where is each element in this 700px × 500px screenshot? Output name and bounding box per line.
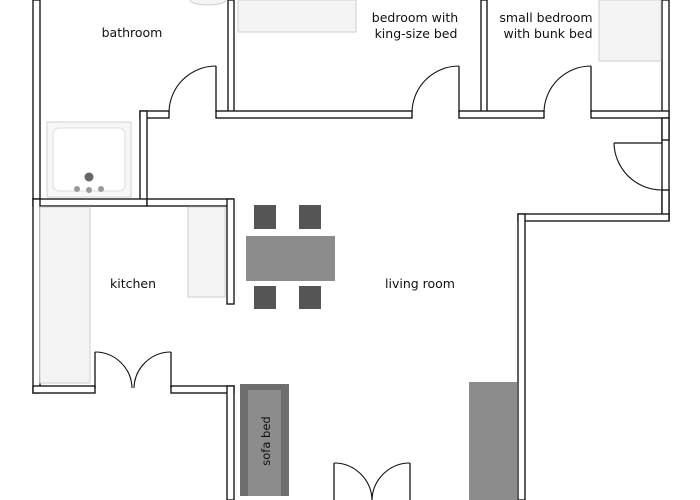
label-kitchen: kitchen [110, 276, 156, 291]
entrance-double-door [333, 462, 411, 500]
chair [299, 205, 321, 229]
washbasin [189, 0, 227, 6]
label-bathroom: bathroom [102, 25, 163, 40]
chair [299, 286, 321, 309]
sofa-bed [240, 384, 289, 496]
chair [254, 205, 276, 229]
kitchen-counter-right [187, 206, 226, 298]
dining-table [246, 236, 335, 281]
room-labels: bathroom bedroom with king-size bed smal… [102, 10, 593, 466]
small-bedroom-door [543, 65, 592, 113]
kitchen-double-door [94, 351, 172, 389]
furniture [39, 0, 662, 500]
bathroom-door [168, 65, 217, 113]
kitchen-counter-left [39, 206, 91, 384]
cabinet [469, 382, 517, 500]
walls [32, 0, 670, 500]
doors [94, 65, 663, 500]
label-living-room: living room [385, 276, 455, 291]
label-bedroom-line2: king-size bed [375, 26, 458, 41]
label-small-bedroom-line2: with bunk bed [503, 26, 592, 41]
king-size-bed [237, 0, 357, 33]
bedroom-door [411, 65, 460, 113]
shower-tray [46, 121, 132, 198]
bunk-bed [598, 0, 662, 62]
label-sofa-bed: sofa bed [259, 416, 273, 465]
chair [254, 286, 276, 309]
side-door [613, 142, 663, 191]
label-small-bedroom-line1: small bedroom [499, 10, 592, 25]
label-bedroom-line1: bedroom with [372, 10, 458, 25]
